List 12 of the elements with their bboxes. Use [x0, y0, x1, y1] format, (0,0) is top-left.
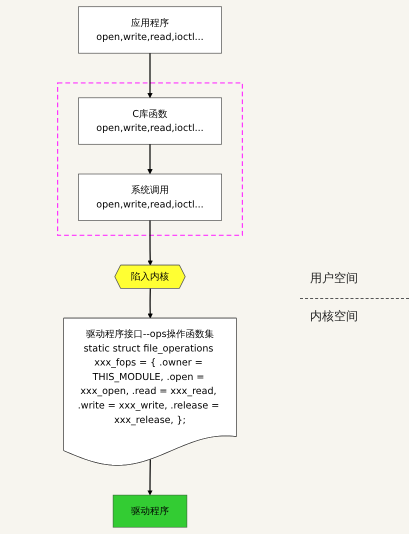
arrow [148, 288, 153, 319]
arrow [147, 53, 153, 98]
cluster [57, 82, 243, 236]
arrow [148, 220, 153, 266]
region-label: 内核空间 [310, 308, 358, 326]
arrow [147, 144, 153, 174]
node-box: 系统调用 open,write,read,ioctl... [78, 174, 222, 221]
arrow [147, 460, 153, 496]
node-box: 应用程序 open,write,read,ioctl... [78, 6, 222, 54]
node-box: C库函数 open,write,read,ioctl... [78, 98, 222, 145]
region-label: 用户空间 [310, 270, 358, 288]
node-box: 驱动程序 [112, 494, 188, 528]
